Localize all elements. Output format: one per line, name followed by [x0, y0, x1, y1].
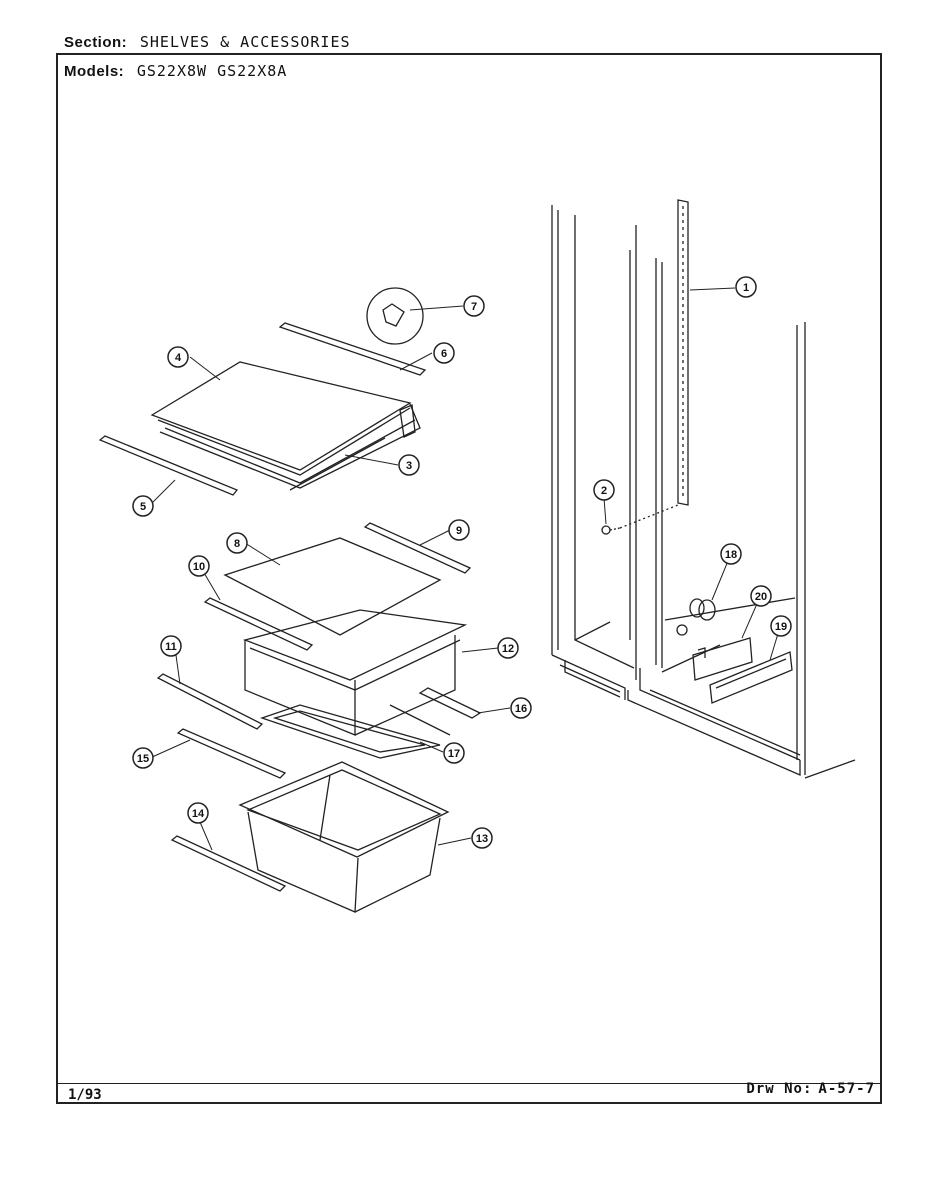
svg-text:14: 14 — [192, 808, 205, 820]
svg-text:1: 1 — [743, 282, 749, 294]
revision-date: 1/93 — [68, 1087, 102, 1103]
callout-17: 17 — [443, 742, 465, 764]
part-10-trim — [203, 597, 314, 651]
svg-text:7: 7 — [471, 301, 477, 313]
callout-16: 16 — [510, 697, 532, 719]
drawing-number-label: Drw No: — [746, 1081, 813, 1097]
callout-13: 13 — [471, 827, 493, 849]
callout-3: 3 — [398, 454, 420, 476]
svg-text:15: 15 — [137, 753, 149, 765]
callouts: 1 2 3 4 5 6 7 8 9 10 11 12 13 14 15 16 1… — [132, 276, 792, 849]
callout-2: 2 — [593, 479, 615, 501]
callout-7: 7 — [463, 295, 485, 317]
part-9-trim — [363, 522, 472, 574]
svg-text:18: 18 — [725, 549, 737, 561]
callout-12: 12 — [497, 637, 519, 659]
part-5-shelf-trim — [98, 435, 239, 496]
drawing-number: A-57-7 — [818, 1081, 875, 1097]
section-value: SHELVES & ACCESSORIES — [139, 33, 351, 51]
part-8-crisper-cover-glass — [223, 537, 442, 636]
svg-text:12: 12 — [502, 643, 514, 655]
callout-6: 6 — [433, 342, 455, 364]
svg-text:5: 5 — [140, 501, 146, 513]
models-label: Models: — [64, 63, 125, 80]
footer-divider — [58, 1083, 880, 1084]
part-13-lower-drawer — [238, 761, 450, 913]
svg-text:6: 6 — [441, 348, 447, 360]
models-heading: Models: GS22X8W GS22X8A — [64, 62, 287, 80]
callout-11: 11 — [160, 635, 182, 657]
callout-19: 19 — [770, 615, 792, 637]
drawing-number-block: Drw No: A-57-7 — [746, 1081, 875, 1097]
part-18-control-knob — [676, 598, 716, 636]
callout-18: 18 — [720, 543, 742, 565]
svg-text:16: 16 — [515, 703, 527, 715]
svg-text:10: 10 — [193, 561, 205, 573]
svg-text:20: 20 — [755, 591, 767, 603]
callout-8: 8 — [226, 532, 248, 554]
svg-text:19: 19 — [775, 621, 787, 633]
part-11-trim — [156, 673, 264, 730]
part-2-screw — [601, 504, 679, 535]
drawing-frame — [56, 53, 882, 1104]
callout-9: 9 — [448, 519, 470, 541]
svg-text:9: 9 — [456, 525, 462, 537]
callout-5: 5 — [132, 495, 154, 517]
part-6-shelf-trim — [278, 322, 427, 376]
svg-text:4: 4 — [175, 352, 182, 364]
part-7-clip — [366, 287, 424, 345]
part-1-shelf-rail — [677, 199, 689, 506]
section-label: Section: — [64, 34, 128, 51]
svg-text:8: 8 — [234, 538, 240, 550]
svg-text:13: 13 — [476, 833, 488, 845]
svg-text:11: 11 — [165, 641, 177, 653]
section-heading: Section: SHELVES & ACCESSORIES — [64, 33, 351, 51]
part-19-cover — [709, 651, 793, 704]
part-3-shelf-frame — [159, 403, 421, 491]
callout-15: 15 — [132, 747, 154, 769]
cabinet-drawing — [551, 205, 856, 779]
svg-text:3: 3 — [406, 460, 412, 472]
part-15-trim — [176, 728, 287, 779]
callout-4: 4 — [167, 346, 189, 368]
svg-text:2: 2 — [601, 485, 607, 497]
part-12-crisper-drawer — [242, 609, 468, 736]
callout-10: 10 — [188, 555, 210, 577]
callout-20: 20 — [750, 585, 772, 607]
part-4-shelf-glass — [150, 361, 412, 476]
callout-1: 1 — [735, 276, 757, 298]
part-17-drawer-frame — [259, 704, 451, 759]
part-20-control-housing — [692, 637, 753, 681]
models-value: GS22X8W GS22X8A — [136, 62, 288, 80]
callout-14: 14 — [187, 802, 209, 824]
svg-text:17: 17 — [448, 748, 460, 760]
part-14-trim — [170, 835, 287, 892]
